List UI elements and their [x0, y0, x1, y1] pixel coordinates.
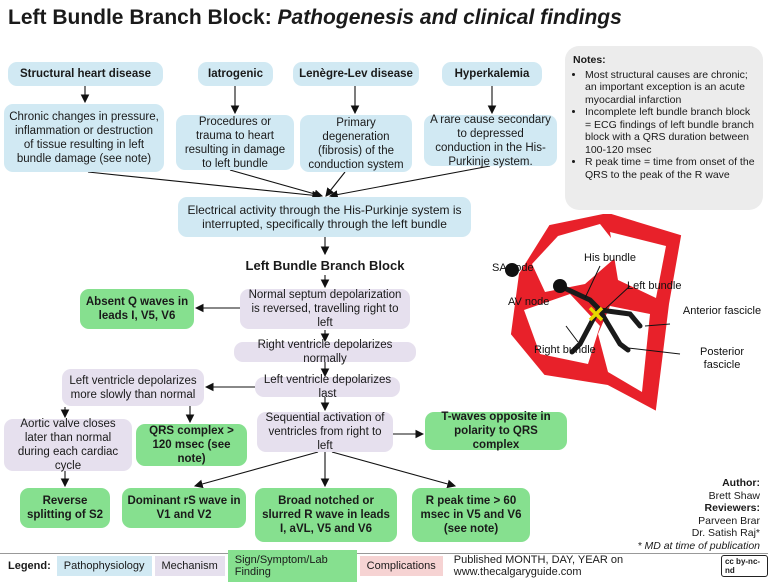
lv-depolarizes-slowly: Left ventricle depolarizes more slowly t…	[62, 369, 204, 406]
label-anterior-fascicle: Anterior fascicle	[682, 305, 762, 317]
heart-conduction-illustration	[505, 214, 682, 411]
septum-reversed: Normal septum depolarization is reversed…	[240, 289, 410, 329]
cause-lenegre-lev: Lenègre-Lev disease	[293, 62, 419, 86]
broad-notched-r-wave: Broad notched or slurred R wave in leads…	[255, 488, 397, 542]
published-note: Published MONTH, DAY, YEAR on www.thecal…	[453, 553, 624, 578]
cause-structural: Structural heart disease	[8, 62, 163, 86]
qrs-complex-duration: QRS complex > 120 msec (see note)	[136, 424, 247, 466]
legend-mechanism: Mechanism	[154, 555, 225, 576]
legend-sign: Sign/Symptom/Lab Finding	[227, 549, 357, 582]
t-waves-opposite: T-waves opposite in polarity to QRS comp…	[425, 411, 567, 451]
av-node-dot	[553, 279, 567, 293]
structural-detail: Chronic changes in pressure, inflammatio…	[4, 104, 164, 172]
notes-panel: Notes: Most structural causes are chroni…	[565, 46, 763, 210]
sequential-activation: Sequential activation of ventricles from…	[257, 412, 393, 452]
label-sa-node: SA node	[492, 262, 534, 274]
iatrogenic-detail: Procedures or trauma to heart resulting …	[176, 115, 294, 170]
rv-depolarizes-normally: Right ventricle depolarizes normally	[234, 339, 416, 365]
lbbb-node: Left Bundle Branch Block	[245, 258, 405, 273]
legend-complications: Complications	[359, 555, 443, 576]
notes-title: Notes:	[573, 54, 606, 66]
absent-q-waves: Absent Q waves in leads I, V5, V6	[80, 289, 194, 329]
sa-node-dot	[505, 263, 519, 277]
page-title: Left Bundle Branch Block: Pathogenesis a…	[8, 6, 622, 29]
label-posterior-fascicle: Posterior fascicle	[699, 346, 745, 371]
label-left-bundle: Left bundle	[627, 280, 682, 292]
lv-depolarizes-last: Left ventricle depolarizes last	[255, 374, 400, 400]
dominant-rs-wave: Dominant rS wave in V1 and V2	[122, 488, 246, 528]
note-item: Most structural causes are chronic; an i…	[585, 69, 755, 107]
cause-iatrogenic: Iatrogenic	[198, 62, 273, 86]
label-av-node: AV node	[508, 296, 550, 308]
cause-hyperkalemia: Hyperkalemia	[442, 62, 542, 86]
electrical-interruption: Electrical activity through the His-Purk…	[178, 197, 471, 237]
note-item: R peak time = time from onset of the QRS…	[585, 156, 755, 181]
credits: Author: Brett Shaw Reviewers: Parveen Br…	[637, 477, 760, 552]
label-his-bundle: His bundle	[584, 252, 636, 264]
legend-label: Legend:	[8, 559, 51, 572]
r-peak-time: R peak time > 60 msec in V5 and V6 (see …	[412, 488, 530, 542]
hyperkalemia-detail: A rare cause secondary to depressed cond…	[424, 114, 557, 168]
legend-pathophysiology: Pathophysiology	[56, 555, 152, 576]
legend-bar: Legend: Pathophysiology Mechanism Sign/S…	[0, 549, 768, 582]
lenegre-detail: Primary degeneration (fibrosis) of the c…	[300, 115, 412, 172]
label-right-bundle: Right bundle	[534, 344, 596, 356]
block-mark	[588, 306, 604, 322]
note-item: Incomplete left bundle branch block = EC…	[585, 106, 755, 156]
cc-license-icon: cc by-nc-nd	[720, 554, 768, 577]
reverse-splitting-s2: Reverse splitting of S2	[20, 488, 110, 528]
aortic-valve-closes-later: Aortic valve closes later than normal du…	[4, 418, 132, 472]
